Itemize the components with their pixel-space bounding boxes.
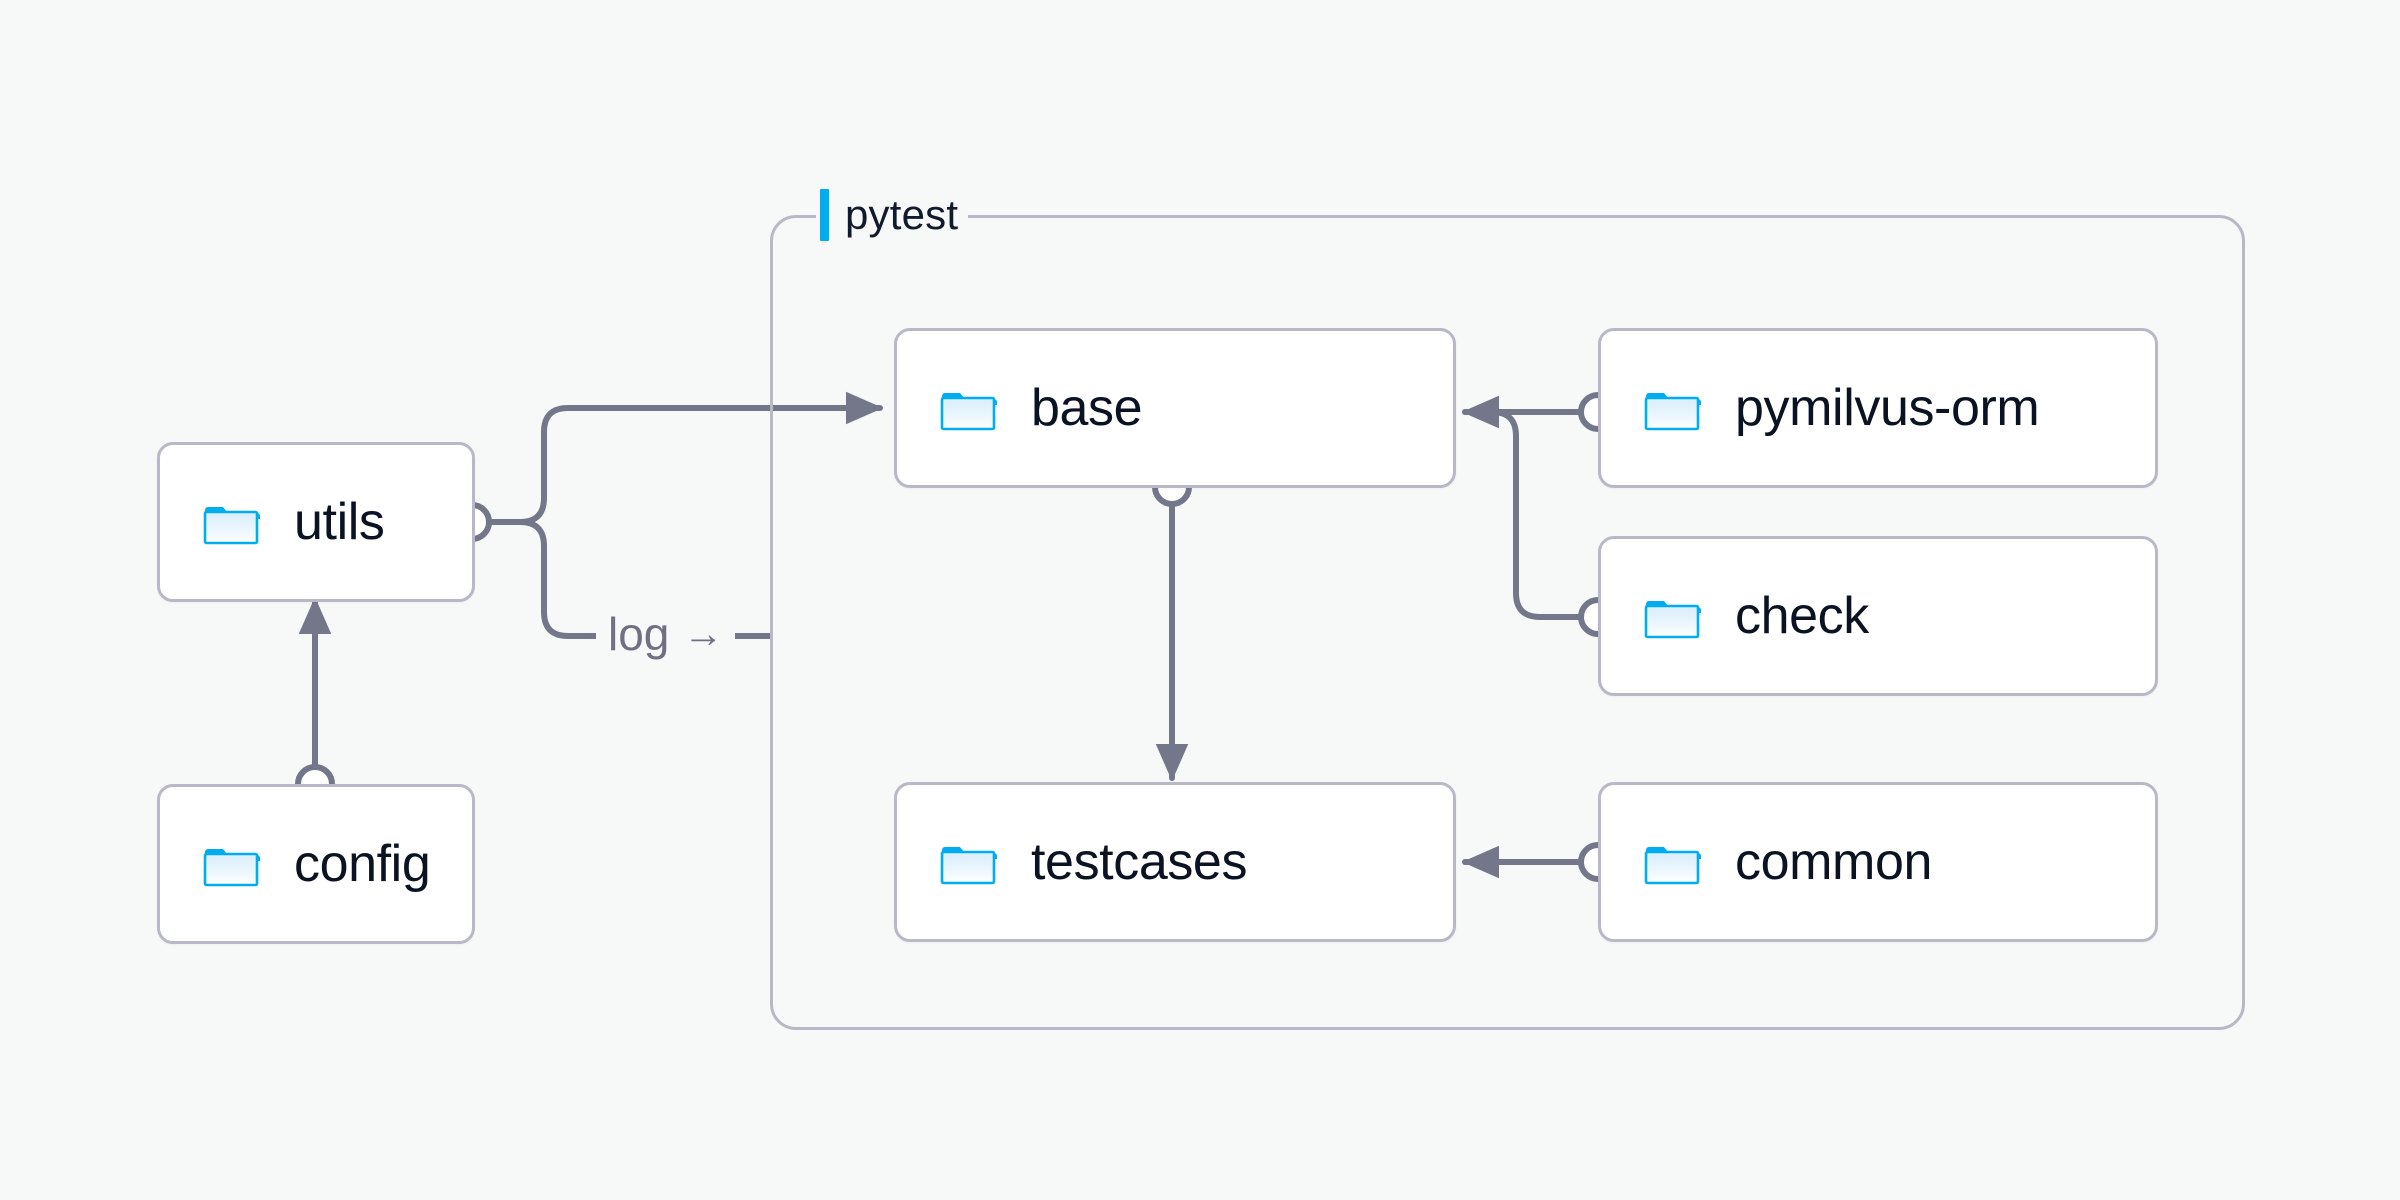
folder-icon: [203, 849, 260, 887]
node-check-label: check: [1735, 587, 1869, 645]
group-pytest[interactable]: [770, 215, 2245, 1030]
folder-icon: [940, 393, 997, 431]
node-config[interactable]: config: [157, 784, 475, 944]
folder-icon: [1644, 393, 1701, 431]
node-testcases-label: testcases: [1031, 833, 1248, 891]
folder-icon: [203, 507, 260, 545]
group-pytest-label: pytest: [816, 189, 969, 241]
node-check[interactable]: check: [1598, 536, 2158, 696]
node-common-label: common: [1735, 833, 1932, 891]
group-pytest-label-text: pytest: [845, 191, 959, 238]
edge-label-log-text: log: [608, 608, 670, 660]
node-common[interactable]: common: [1598, 782, 2158, 942]
vertical-bar-accent-icon: [820, 189, 829, 241]
arrow-right-icon: →: [683, 612, 724, 656]
folder-icon: [1644, 847, 1701, 885]
edge-utils-log: [487, 519, 603, 639]
node-base-label: base: [1031, 379, 1143, 437]
node-config-label: config: [294, 835, 431, 893]
node-testcases[interactable]: testcases: [894, 782, 1456, 942]
node-pymilvus-orm-label: pymilvus-orm: [1735, 379, 2040, 437]
folder-icon: [940, 847, 997, 885]
edge-label-log: log →: [596, 608, 736, 660]
node-base[interactable]: base: [894, 328, 1456, 488]
node-utils-label: utils: [294, 493, 385, 551]
folder-icon: [1644, 601, 1701, 639]
node-pymilvus-orm[interactable]: pymilvus-orm: [1598, 328, 2158, 488]
node-utils[interactable]: utils: [157, 442, 475, 602]
